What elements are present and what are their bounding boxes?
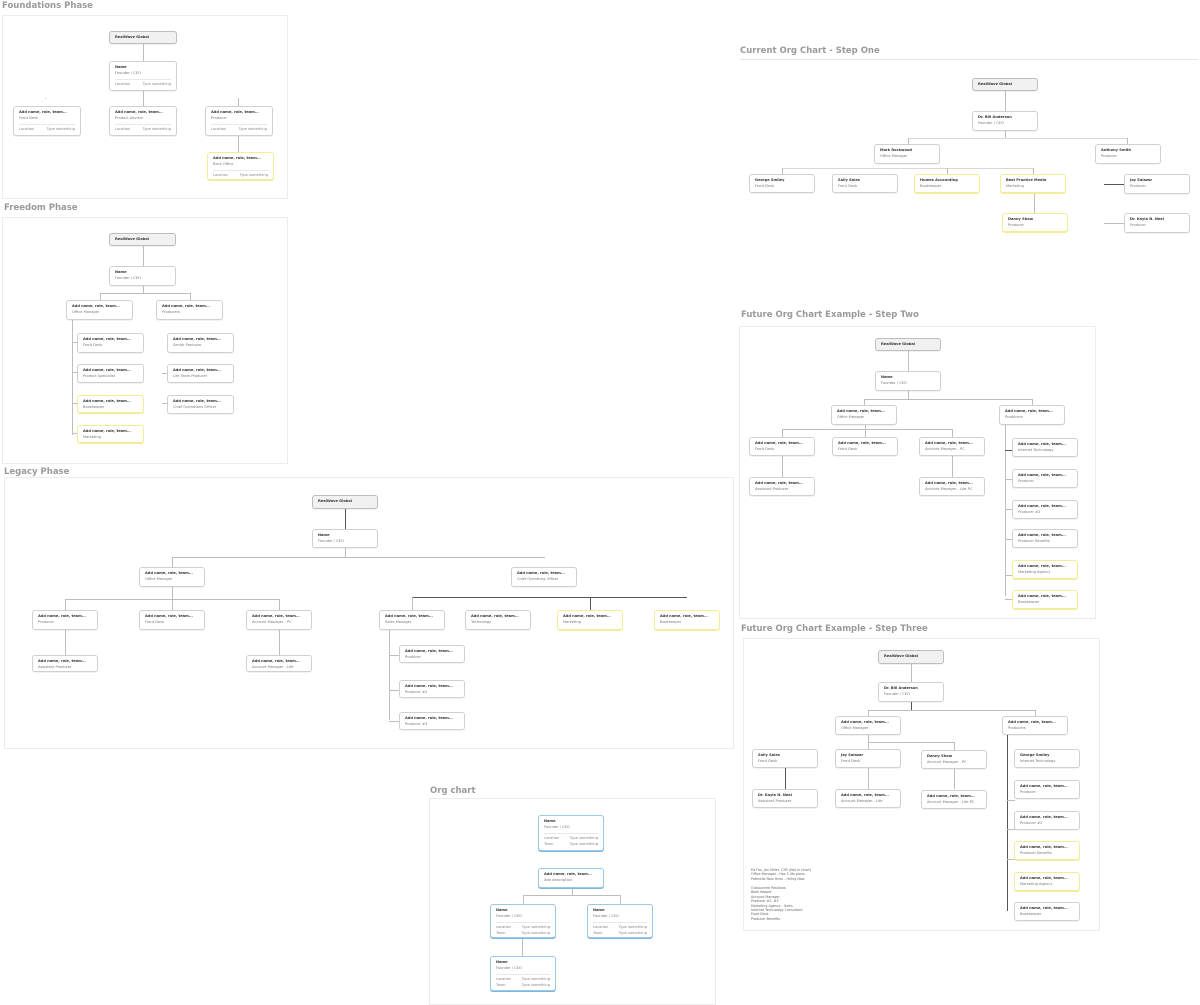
section-title-step-one: Current Org Chart - Step One xyxy=(740,46,880,56)
org-card[interactable]: Add name, role, team...Account Manager -… xyxy=(919,477,985,496)
org-card[interactable]: Add name, role, team...Producer xyxy=(32,610,98,630)
org-card[interactable]: Add name, role, team...Account Manager -… xyxy=(921,790,987,809)
org-card[interactable]: Add name, role, team...Marketing Agency xyxy=(1012,560,1078,579)
org-card[interactable]: Add name, role, team...Account Manager -… xyxy=(246,610,312,630)
org-card[interactable]: Add name, role, team...Producer #2 xyxy=(1012,500,1078,519)
org-card[interactable]: Add name, role, team...Producer xyxy=(1014,780,1080,799)
org-card[interactable]: Add name, role, team...Office Manager xyxy=(831,405,897,425)
notes-text: Ed Fox, Jon Miller, CSR (Not in chart) O… xyxy=(751,868,811,921)
org-card[interactable]: Add name, role, team...Account Manager -… xyxy=(835,789,901,808)
org-card[interactable]: Add name, role, team...Front Desk xyxy=(749,437,815,456)
org-card[interactable]: Add name, role, team...Add description xyxy=(538,868,604,888)
org-card[interactable]: Add name, role, team...Chief Operations … xyxy=(167,395,234,414)
org-card[interactable]: Add name, role, team...Technology xyxy=(465,610,531,630)
org-card[interactable]: Add name, role, team...Marketing xyxy=(557,610,623,630)
org-card[interactable]: Add name, role, team...Producer xyxy=(1012,469,1078,488)
org-card[interactable]: Add name, role, team...Account Manager -… xyxy=(919,437,985,456)
org-card[interactable]: Add name, role, team...Producers xyxy=(1002,716,1068,735)
org-card[interactable]: Add name, role, team...Chief Operating O… xyxy=(511,567,577,587)
org-card[interactable]: Add name, role, team...Internet Technolo… xyxy=(1012,438,1078,457)
org-card[interactable]: Add name, role, team...Office Manager xyxy=(835,716,901,735)
org-card[interactable]: Add name, role, team...Front Desk xyxy=(832,437,898,456)
org-card[interactable]: Add name, role, team...Bookkeeper xyxy=(77,395,144,413)
section-title-step-two: Future Org Chart Example - Step Two xyxy=(741,310,919,320)
org-card[interactable]: Add name, role, team...Office Manager xyxy=(139,567,205,587)
section-title-step-three: Future Org Chart Example - Step Three xyxy=(741,624,928,634)
org-card[interactable]: RealWave Global xyxy=(875,338,941,351)
section-title-foundations: Foundations Phase xyxy=(2,1,93,11)
org-card[interactable]: Add name, role, team...Front Desk xyxy=(139,610,205,630)
org-card[interactable]: Add name, role, team...Producers xyxy=(156,300,223,320)
org-card[interactable]: RealWave Global xyxy=(972,78,1038,91)
org-card[interactable]: Add name, role, team...Producers xyxy=(999,405,1065,425)
org-card[interactable]: Add name, role, team...Senior Producer xyxy=(167,333,234,353)
org-card[interactable]: Add name, role, team...Producer Benefits xyxy=(1012,529,1078,548)
org-card[interactable]: Add name, role, team...Sales Manager xyxy=(379,610,445,630)
org-card[interactable]: Add name, role, team...Bookkeeper xyxy=(1014,902,1080,921)
org-card[interactable]: RealWave Global xyxy=(312,495,378,509)
legacy-frame xyxy=(4,477,734,749)
org-card[interactable]: Add name, role, team...Marketing xyxy=(77,425,144,443)
org-card[interactable]: Add name, role, team...Producer xyxy=(399,645,465,663)
org-card[interactable]: Add name, role, team...Assistant Produce… xyxy=(749,477,815,496)
org-card[interactable]: RealWave Global xyxy=(878,650,944,664)
org-card[interactable]: Add name, role, team...Producer #2 xyxy=(399,680,465,698)
org-card[interactable]: RealWave Global xyxy=(109,233,176,246)
org-card[interactable]: Add name, role, team...Marketing Agency xyxy=(1014,872,1080,891)
org-card[interactable]: Add name, role, team...Account Manager -… xyxy=(246,655,312,672)
org-card[interactable]: Add name, role, team...Office Manager xyxy=(66,300,133,320)
org-card[interactable]: Add name, role, team...Producer #2 xyxy=(1014,811,1080,830)
freedom-frame xyxy=(2,217,288,464)
section-title-legacy: Legacy Phase xyxy=(4,467,70,477)
org-card[interactable]: Add name, role, team...Assistant Produce… xyxy=(32,655,98,672)
org-card[interactable]: RealWave Global xyxy=(109,31,177,44)
org-card[interactable]: Add name, role, team...Bookkeeper xyxy=(654,610,720,630)
org-card[interactable]: Add name, role, team...Producer Benefits xyxy=(1014,841,1080,860)
org-card[interactable]: Add name, role, team...Life Team Produce… xyxy=(167,364,234,383)
org-card[interactable]: Add name, role, team...Bookkeeper xyxy=(1012,590,1078,609)
org-card[interactable]: Add name, role, team...Producer #3 xyxy=(399,712,465,730)
org-card[interactable]: Add name, role, team...Front Desk xyxy=(77,333,144,353)
org-card[interactable]: Add name, role, team...Product Specialis… xyxy=(77,364,144,383)
section-title-freedom: Freedom Phase xyxy=(4,203,78,213)
section-title-orgchart: Org chart xyxy=(430,786,476,796)
